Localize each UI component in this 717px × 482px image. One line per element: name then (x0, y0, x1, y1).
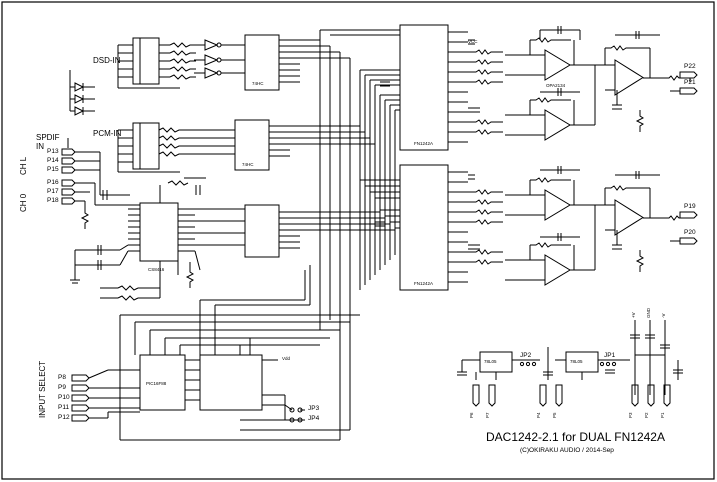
regulator-a (457, 351, 540, 380)
port-p16: P16 (47, 179, 59, 186)
dac-top-name: FN1242A (414, 141, 434, 146)
bottom-port-tabs (472, 384, 671, 407)
port-p11: P11 (58, 404, 70, 411)
buffer-a-chip (244, 34, 300, 91)
port-p8: P8 (58, 374, 66, 381)
port-p17: P17 (47, 188, 59, 195)
dsd-in-connector (117, 37, 180, 89)
regulator-b (543, 347, 630, 380)
receiver-filter (70, 244, 129, 284)
jp4-label: JP4 (308, 415, 320, 422)
ch-l-label: CH L (19, 156, 28, 175)
port-p14: P14 (47, 157, 59, 164)
dac-decoupling (375, 39, 480, 250)
port-p20: P20 (684, 229, 696, 236)
port-p9: P9 (58, 384, 66, 391)
dsd-resistor-array (169, 42, 196, 80)
port-p1: P1 (660, 412, 665, 418)
dac-bottom-chip (399, 164, 468, 291)
vdd-diodes (69, 70, 95, 116)
port-p4: P4 (536, 412, 541, 418)
port-p22: P22 (684, 63, 696, 70)
ch-0-label: CH 0 (19, 193, 28, 212)
opamp-stage-1 (505, 26, 595, 81)
port-p13: P13 (47, 148, 59, 155)
port-p21: P21 (684, 79, 696, 86)
vminus-label: -V (661, 313, 666, 319)
dac-top-chip (399, 24, 468, 151)
signal-bus (119, 29, 400, 441)
port-p5: P5 (552, 412, 557, 418)
vdd-label: Vdd (282, 356, 291, 361)
supply-rails (630, 320, 683, 395)
port-p10: P10 (58, 394, 70, 401)
copyright-note: (C)OKIRAKU AUDIO / 2014-Sep (520, 447, 614, 454)
dsd-inverters (194, 39, 245, 79)
dac-output-resistors (468, 49, 503, 265)
pcm-in-label: PCM-IN (93, 129, 122, 138)
receiver-name: CS8416 (148, 267, 165, 272)
jp1-jp2 (519, 361, 617, 367)
port-p2: P2 (644, 412, 649, 418)
reg-b-name: 78L05 (570, 359, 583, 364)
gnd-label: GND (646, 308, 651, 318)
opamp-summing-top (595, 31, 691, 96)
port-p3: P3 (628, 412, 633, 418)
jp1-label: JP1 (604, 352, 616, 359)
dsd-in-label: DSD-IN (93, 56, 121, 65)
opamp-stage-2 (505, 65, 596, 141)
schematic-title: DAC1242-2.1 for DUAL FN1242A (486, 430, 665, 444)
port-p19: P19 (684, 203, 696, 210)
spdif-ports (61, 138, 140, 229)
buffer-c-chip (244, 204, 300, 258)
pic-chip (139, 338, 285, 411)
port-p15: P15 (47, 166, 59, 173)
jp3-jp4 (284, 395, 305, 423)
port-p7: P7 (485, 412, 490, 418)
opamp-stage-3 (505, 166, 595, 221)
pcm-in-connector (117, 122, 235, 173)
opamp-name: OPA2134 (546, 83, 566, 88)
selector-name: PIC16F88 (146, 381, 167, 386)
vplus-label: +V (631, 312, 636, 318)
dac-bottom-name: FN1242A (414, 281, 434, 286)
input-select-label: INPUT SELECT (38, 360, 47, 418)
jp2-label: JP2 (520, 352, 532, 359)
output-ports (612, 71, 698, 272)
receiver-chip (128, 177, 245, 288)
port-p6: P6 (469, 412, 474, 418)
receiver-pll (100, 261, 161, 301)
input-select-ports (71, 369, 140, 422)
port-p18: P18 (47, 197, 59, 204)
buffer-b-name: 74HC (242, 162, 254, 167)
reg-a-name: 78L05 (484, 359, 497, 364)
jp3-label: JP3 (308, 405, 320, 412)
opamp-summing-bottom (595, 171, 691, 236)
buffer-a-name: 74HC (252, 81, 264, 86)
buffer-b-chip (234, 119, 290, 171)
opamp-stage-4 (505, 205, 596, 286)
spdif-in-label: SPDIF IN (36, 133, 60, 151)
port-p12: P12 (58, 414, 70, 421)
vcc-label: VCC (468, 39, 478, 44)
